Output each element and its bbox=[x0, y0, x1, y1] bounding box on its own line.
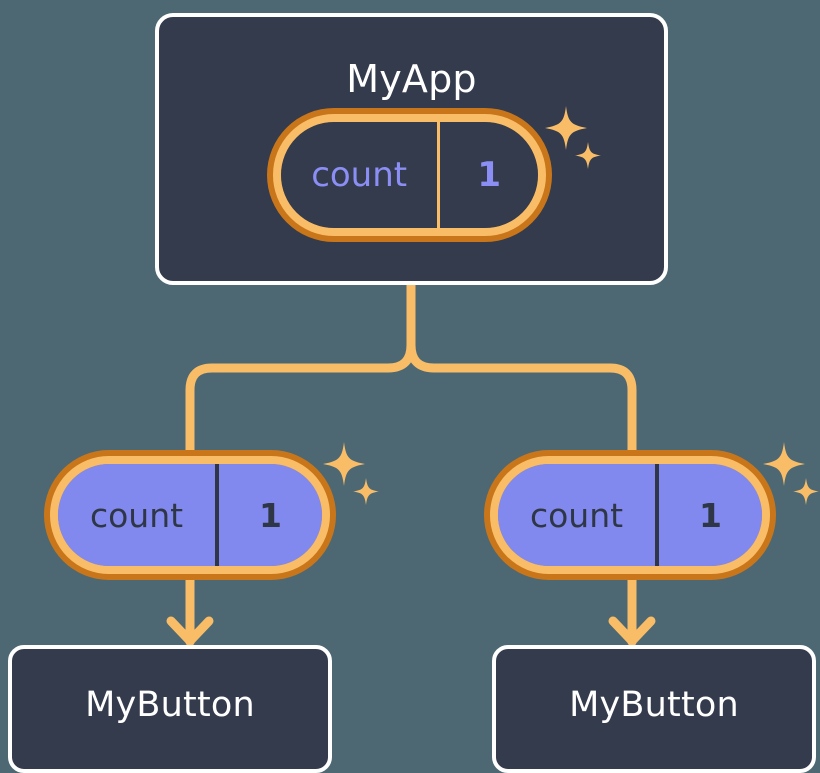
state-pill-body: count 1 bbox=[281, 122, 538, 228]
state-pill-child-right[interactable]: count 1 bbox=[484, 450, 776, 580]
component-name-myapp: MyApp bbox=[346, 57, 477, 101]
state-pill-inner-ring bbox=[273, 114, 546, 236]
state-pill-body: count 1 bbox=[498, 464, 762, 566]
component-card-mybutton-right[interactable]: MyButton bbox=[492, 645, 816, 773]
state-pill-child-left[interactable]: count 1 bbox=[44, 450, 336, 580]
down-arrow-icon-right bbox=[608, 573, 656, 647]
connector-branch-right bbox=[406, 340, 637, 465]
down-arrow-icon-left bbox=[166, 573, 214, 647]
component-name-mybutton-left: MyButton bbox=[85, 685, 255, 725]
state-value-label: 1 bbox=[477, 155, 501, 195]
component-card-mybutton-left[interactable]: MyButton bbox=[8, 645, 332, 773]
connector-branch-left bbox=[185, 340, 416, 465]
state-key-label: count bbox=[498, 464, 660, 566]
state-pill-myapp[interactable]: count 1 bbox=[267, 108, 552, 242]
state-key-label: count bbox=[58, 464, 220, 566]
state-value-label: 1 bbox=[259, 495, 282, 535]
state-value-label: 1 bbox=[699, 495, 722, 535]
component-name-mybutton-right: MyButton bbox=[569, 685, 739, 725]
state-pill-body: count 1 bbox=[58, 464, 322, 566]
state-key-label: count bbox=[281, 122, 441, 228]
